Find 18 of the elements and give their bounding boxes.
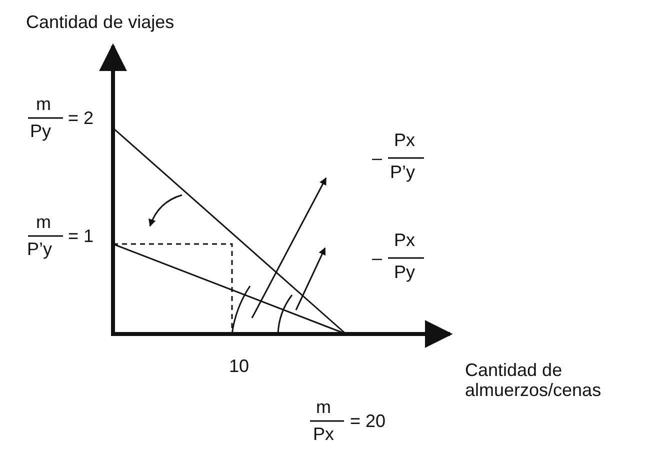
fraction-denominator: Py: [30, 121, 52, 141]
fraction-numerator: Px: [394, 230, 416, 250]
fraction-denominator: P’y: [27, 239, 52, 259]
fraction-numerator: m: [316, 397, 331, 417]
axis-title: Cantidad de viajes: [26, 12, 174, 32]
fraction-numerator: m: [36, 94, 51, 114]
fraction-denominator: Py: [394, 262, 416, 282]
fraction-numerator: Px: [394, 130, 416, 150]
intercept-value: = 1: [68, 226, 94, 246]
fraction-denominator: P’y: [390, 162, 416, 182]
intercept-value: = 20: [350, 411, 386, 431]
axis-title: Cantidad de almuerzos/cenas: [465, 360, 602, 400]
intercept-value: = 2: [68, 108, 94, 128]
fraction-denominator: Px: [313, 424, 334, 444]
math-symbol: –: [372, 248, 382, 268]
tick-label: 10: [229, 356, 250, 376]
fraction-numerator: m: [36, 212, 51, 232]
math-symbol: –: [372, 148, 382, 168]
